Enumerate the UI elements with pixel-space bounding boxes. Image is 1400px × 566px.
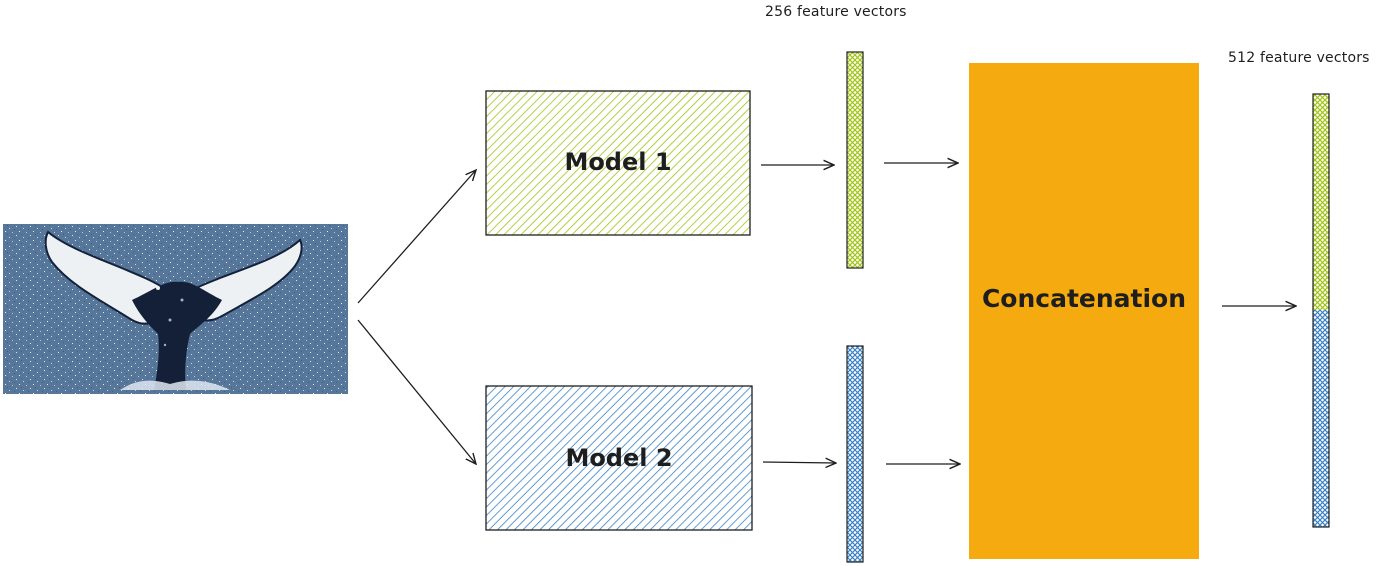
arrow-image-to-model1 <box>357 170 476 304</box>
model2-feature-vector <box>846 345 864 563</box>
concatenation-label: Concatenation <box>981 284 1187 313</box>
whale-tail-icon <box>44 230 303 390</box>
arrow-model2-to-vector <box>762 462 836 463</box>
output-vector-lower <box>1313 310 1329 527</box>
arrow-image-to-model2 <box>357 319 476 464</box>
model2-box <box>485 385 753 531</box>
output-vector-upper <box>1313 94 1329 310</box>
concat-vectors-label: 512 feature vectors <box>1228 50 1370 66</box>
model2-label: Model 2 <box>565 444 673 472</box>
input-image <box>3 224 348 394</box>
model1-box <box>485 90 751 236</box>
top-vectors-label: 256 feature vectors <box>765 4 907 20</box>
concatenated-feature-vector <box>1312 93 1330 528</box>
model1-label: Model 1 <box>564 148 672 176</box>
concatenation-box <box>969 63 1199 559</box>
model1-feature-vector <box>846 51 864 269</box>
